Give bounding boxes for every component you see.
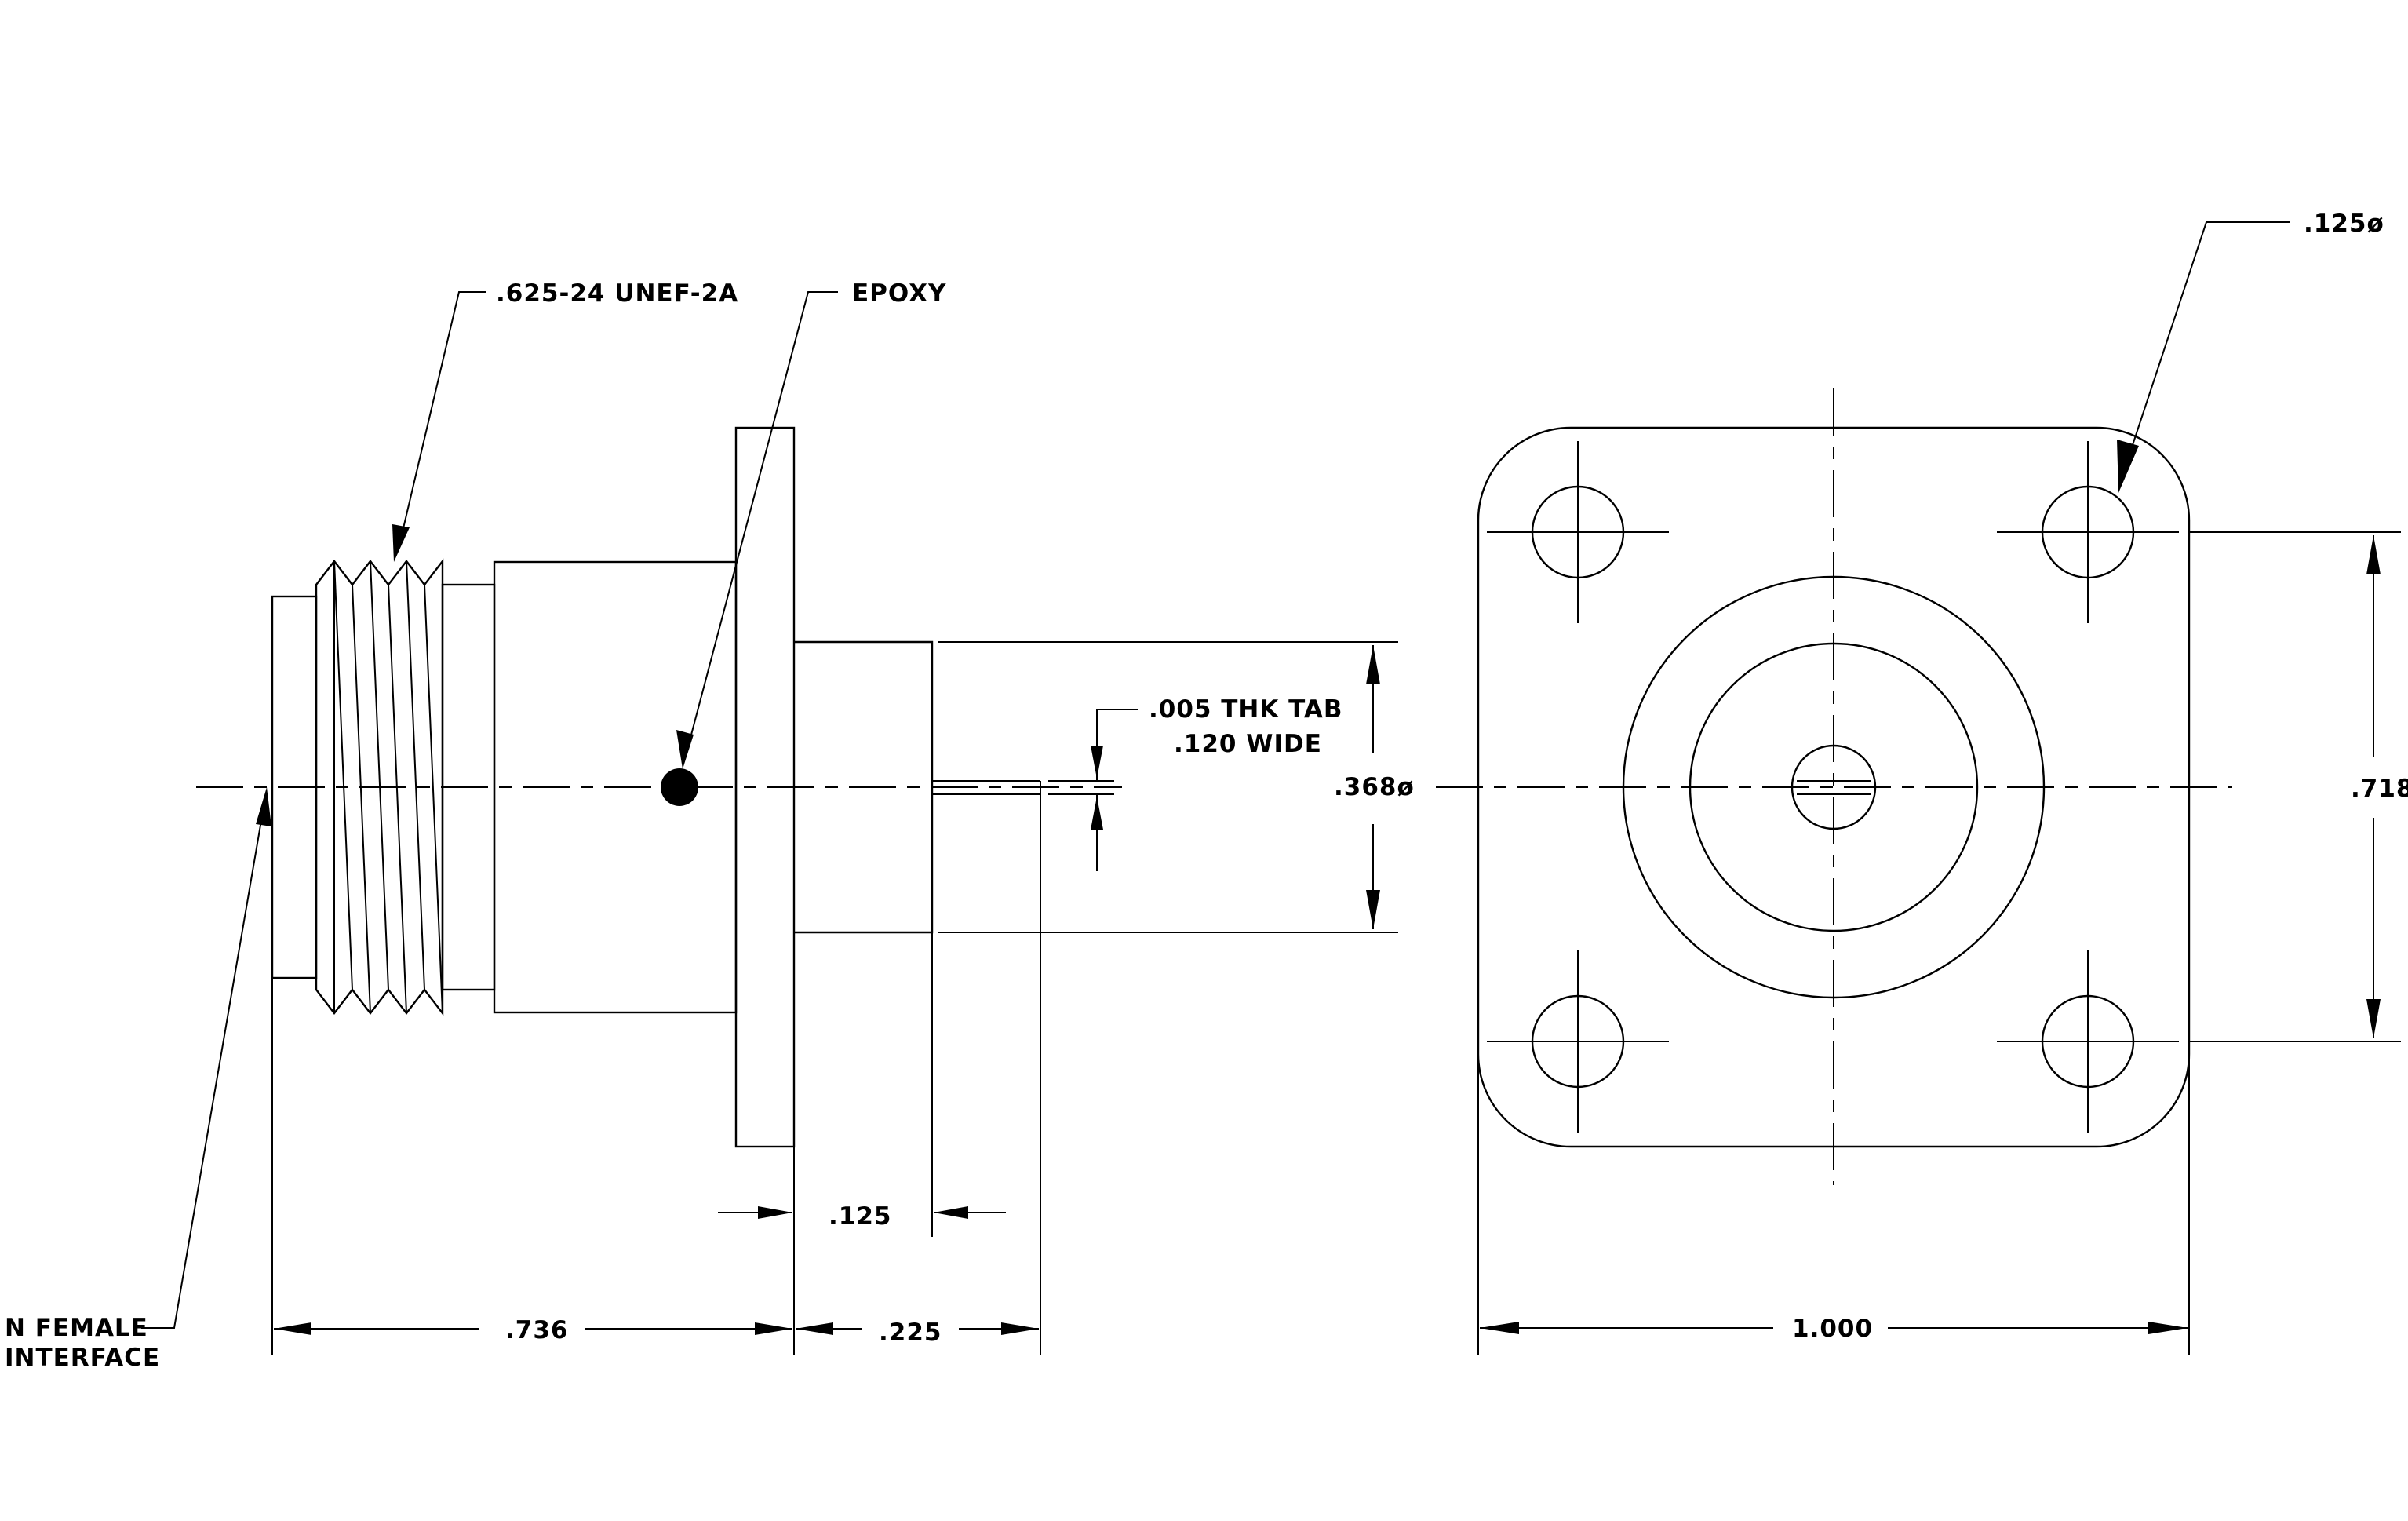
inner-body-circle — [1689, 642, 1979, 932]
thread-label: .625-24 UNEF-2A — [496, 279, 738, 308]
mounting-hole-br — [1997, 950, 2179, 1133]
body-dia-label: .368ø — [1334, 773, 1415, 801]
length-rear-label: .225 — [879, 1319, 942, 1347]
tab-leader — [1096, 709, 1138, 781]
side-view — [196, 426, 1122, 1148]
outer-body-circle — [1622, 575, 2046, 999]
side-view-dimensions: .625-24 UNEF-2A EPOXY .005 THK TAB .120 … — [5, 279, 1415, 1372]
center-contact — [1791, 744, 1877, 830]
rear-body — [794, 640, 934, 934]
flange-thk-label: .125 — [829, 1202, 892, 1231]
contact-tab — [932, 780, 1114, 795]
hole-dia-label: .125ø — [2304, 210, 2384, 238]
flange-width-label: 1.000 — [1792, 1315, 1873, 1343]
front-view-dimensions: .125ø .718 1.000 — [1477, 210, 2408, 1355]
flange — [734, 426, 796, 1148]
tab-label-thickness: .005 THK TAB — [1149, 695, 1343, 724]
epoxy-label: EPOXY — [852, 279, 947, 308]
epoxy-leader — [687, 291, 838, 750]
mounting-hole-tr — [1997, 441, 2179, 623]
epoxy-dot — [661, 768, 698, 806]
mounting-hole-bl — [1487, 950, 1669, 1133]
mounting-hole-tl — [1487, 441, 1669, 623]
thread-leader — [399, 291, 486, 542]
hole-spacing-label: .718 — [2351, 775, 2408, 803]
interface-label-line2: INTERFACE — [5, 1344, 160, 1372]
thread-lines — [333, 560, 443, 1014]
hole-dia-leader — [2127, 221, 2290, 460]
tab-label-width: .120 WIDE — [1174, 730, 1322, 758]
front-view — [1436, 388, 2232, 1185]
interface-leader — [141, 806, 264, 1329]
length-front-label: .736 — [505, 1316, 569, 1344]
interface-label-line1: N FEMALE — [5, 1314, 148, 1342]
